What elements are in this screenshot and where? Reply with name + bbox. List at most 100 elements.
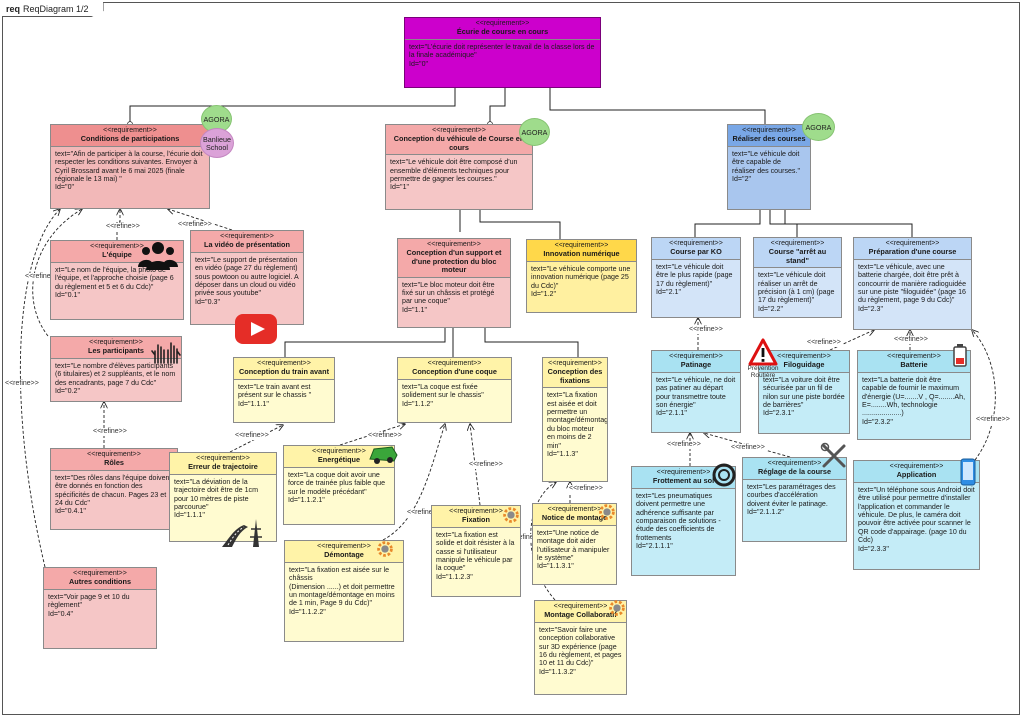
req-application[interactable]: <<requirement>>Application text="Un télé… bbox=[853, 460, 980, 570]
gear-icon bbox=[503, 507, 519, 523]
req-frottement[interactable]: <<requirement>>Frottement au sol text="L… bbox=[631, 466, 736, 576]
req-name: Notice de montage bbox=[541, 513, 608, 523]
raised-hands-icon bbox=[151, 342, 181, 364]
req-name: Fixation bbox=[462, 515, 490, 525]
refine-label: <<refine>> bbox=[666, 441, 702, 449]
req-text: text="Savoir faire une conception collab… bbox=[539, 625, 622, 668]
refine-label: <<refine>> bbox=[893, 336, 929, 344]
req-id: Id="0.4.1" bbox=[55, 507, 86, 516]
refine-application-preparation bbox=[972, 330, 996, 461]
smartphone-icon bbox=[960, 458, 976, 486]
req-name: Montage Collaboratif bbox=[544, 610, 617, 620]
req-text: text="La batterie doit être capable de f… bbox=[862, 375, 966, 418]
req-video[interactable]: <<requirement>>La vidéo de présentation … bbox=[190, 230, 304, 325]
req-text: text="La coque est fixée solidement sur … bbox=[402, 382, 484, 400]
req-id: Id="1.1" bbox=[402, 305, 427, 314]
req-batterie[interactable]: <<requirement>>Batterie text="La batteri… bbox=[857, 350, 971, 440]
req-conception[interactable]: <<requirement>>Conception du véhicule de… bbox=[385, 124, 533, 210]
refine-label: <<refine>> bbox=[688, 326, 724, 334]
req-arret[interactable]: <<requirement>>Course "arrêt au stand" t… bbox=[753, 237, 842, 318]
req-name: Autres conditions bbox=[68, 577, 132, 587]
req-innovation[interactable]: <<requirement>>Innovation numérique text… bbox=[526, 239, 637, 313]
req-patinage[interactable]: <<requirement>>Patinage text="Le véhicul… bbox=[651, 350, 741, 433]
badge-label: Prévention Routière bbox=[747, 365, 779, 379]
link-root-realiser bbox=[549, 88, 766, 124]
req-name: Frottement au sol bbox=[652, 476, 715, 486]
req-name: Erreur de trajectoire bbox=[188, 462, 258, 472]
req-equipe[interactable]: <<requirement>>L'équipe xt="Le nom de l'… bbox=[50, 240, 184, 320]
req-name: Filoguidage bbox=[783, 360, 825, 370]
req-name: La vidéo de présentation bbox=[204, 240, 290, 250]
frame-title: ReqDiagram 1/2 bbox=[23, 4, 89, 14]
req-collab[interactable]: <<requirement>>Montage Collaboratif text… bbox=[534, 600, 627, 695]
refine-label: <<refine>> bbox=[4, 380, 40, 388]
req-id: Id="2.2" bbox=[758, 304, 783, 313]
stereotype-label: <<requirement>> bbox=[669, 353, 723, 360]
frame-keyword: req bbox=[6, 4, 21, 14]
req-demontage[interactable]: <<requirement>>Démontage text="La fixati… bbox=[284, 540, 404, 642]
link-realiser-arret bbox=[769, 210, 798, 237]
refine-label: <<refine>> bbox=[806, 339, 842, 347]
req-id: Id="0" bbox=[55, 183, 75, 192]
req-realiser[interactable]: <<requirement>>Réaliser des courses text… bbox=[727, 124, 811, 210]
req-ko[interactable]: <<requirement>>Course par KO text="Le vé… bbox=[651, 237, 741, 318]
agora-badge: AGORA bbox=[802, 113, 835, 141]
link-conception-innovation bbox=[479, 210, 561, 239]
req-text: text="Une notice de montage doit aider l… bbox=[537, 528, 610, 563]
req-reglage[interactable]: <<requirement>>Réglage de la course text… bbox=[742, 457, 847, 542]
refine-participants-conditions bbox=[32, 209, 82, 337]
stereotype-label: <<requirement>> bbox=[312, 448, 366, 455]
req-name: Conception d'une coque bbox=[412, 367, 497, 377]
refine-label: <<refine>> bbox=[975, 416, 1011, 424]
req-text: text="Le train avant est présent sur le … bbox=[238, 382, 312, 400]
gear-icon bbox=[599, 504, 615, 520]
req-support[interactable]: <<requirement>>Conception d'un support e… bbox=[397, 238, 511, 328]
req-text: text="Des rôles dans l'équipe doivent êt… bbox=[55, 473, 172, 508]
req-id: Id="0.3" bbox=[195, 297, 220, 306]
req-name: Course par KO bbox=[670, 247, 722, 257]
stereotype-label: <<requirement>> bbox=[553, 603, 608, 610]
req-trajectoire[interactable]: <<requirement>>Erreur de trajectoire tex… bbox=[169, 452, 277, 542]
req-id: Id="1.1.3.2" bbox=[539, 667, 576, 676]
req-name: Batterie bbox=[900, 360, 928, 370]
req-conditions[interactable]: <<requirement>>Conditions de participati… bbox=[50, 124, 210, 209]
req-text: text="Le véhicule doit être composé d'un… bbox=[390, 158, 518, 184]
req-fixations[interactable]: <<requirement>>Conception des fixations … bbox=[542, 357, 608, 482]
req-name: Innovation numérique bbox=[543, 249, 620, 259]
req-name: Application bbox=[896, 470, 937, 480]
req-id: Id="1.1.1" bbox=[238, 399, 269, 408]
req-id: Id="2.3.3" bbox=[858, 544, 889, 553]
banlieue-school-badge: Banlieue School bbox=[200, 128, 234, 158]
stereotype-label: <<requirement>> bbox=[656, 469, 711, 476]
req-id: Id="2.3.2" bbox=[862, 417, 893, 426]
req-autres[interactable]: <<requirement>>Autres conditions text="V… bbox=[43, 567, 157, 649]
req-train[interactable]: <<requirement>>Conception du train avant… bbox=[233, 357, 335, 423]
req-text: text="Le bloc moteur doit être fixé sur … bbox=[402, 280, 495, 306]
stereotype-label: <<requirement>> bbox=[196, 455, 250, 462]
req-name: Démontage bbox=[324, 550, 364, 560]
req-text: text="Le véhicule, avec une batterie cha… bbox=[858, 262, 967, 305]
req-participants[interactable]: <<requirement>>Les participants text="Le… bbox=[50, 336, 182, 402]
refine-label: <<refine>> bbox=[92, 428, 128, 436]
req-id: Id="1.1.2.3" bbox=[436, 572, 473, 581]
req-id: Id="1.1.3.1" bbox=[537, 562, 574, 571]
req-root[interactable]: <<requirement>>Écurie de course en cours… bbox=[404, 17, 601, 88]
req-preparation[interactable]: <<requirement>>Préparation d'une course … bbox=[853, 237, 972, 330]
req-name: Energétique bbox=[317, 455, 361, 465]
stereotype-label: <<requirement>> bbox=[90, 243, 144, 250]
req-name: Écurie de course en cours bbox=[456, 27, 549, 37]
refine-energetique-coque bbox=[339, 424, 405, 446]
stereotype-label: <<requirement>> bbox=[257, 360, 311, 367]
req-id: Id="2.1.1.1" bbox=[636, 542, 673, 551]
stereotype-label: <<requirement>> bbox=[432, 127, 486, 134]
stereotype-label: <<requirement>> bbox=[547, 506, 602, 513]
req-name: Conception des fixations bbox=[547, 367, 603, 385]
road-icon bbox=[222, 519, 262, 547]
refine-video-conditions bbox=[168, 209, 233, 231]
req-roles[interactable]: <<requirement>>Rôles text="Des rôles dan… bbox=[50, 448, 178, 530]
req-id: Id="2.1.1" bbox=[656, 409, 687, 418]
stereotype-label: <<requirement>> bbox=[449, 508, 503, 515]
req-coque[interactable]: <<requirement>>Conception d'une coque te… bbox=[397, 357, 512, 423]
req-text: text="Le véhicule doit être capable de r… bbox=[732, 149, 800, 175]
